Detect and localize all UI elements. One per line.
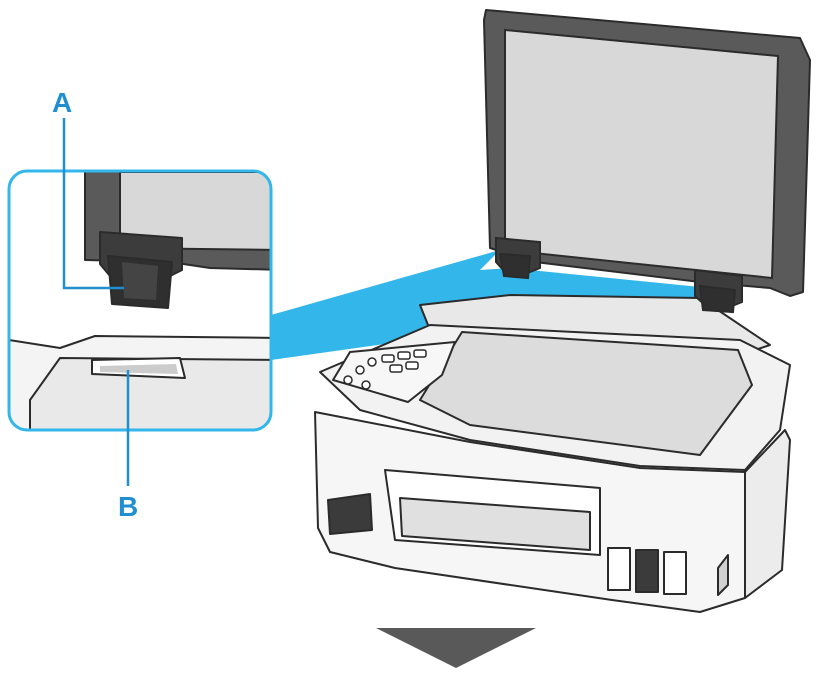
callout-a: A <box>52 87 124 290</box>
printer-body <box>314 294 791 613</box>
panel-buttons <box>343 349 427 390</box>
zoom-inset <box>7 169 273 432</box>
callout-label-a: A <box>52 87 72 118</box>
down-arrow-icon <box>376 628 536 668</box>
ink-tank-3 <box>663 551 687 595</box>
ink-tank-1 <box>607 547 631 591</box>
callout-label-b: B <box>118 491 138 522</box>
lid-hinges <box>495 236 743 314</box>
callout-b: B <box>118 370 138 522</box>
document-cover <box>483 9 811 297</box>
scanner-glass <box>419 331 753 456</box>
ink-tank-left <box>327 493 373 535</box>
ink-tank-2 <box>635 549 659 593</box>
